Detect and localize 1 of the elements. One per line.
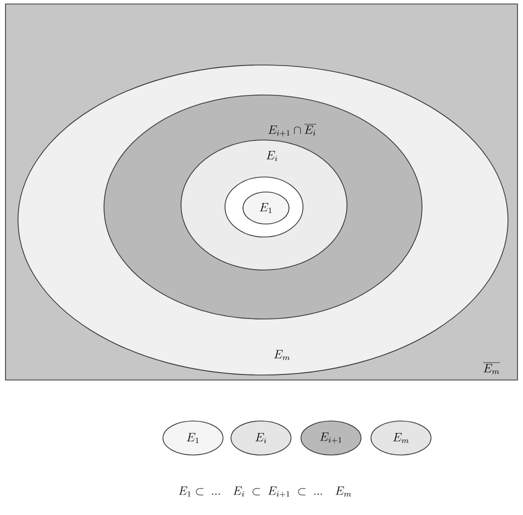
subset-formula: $E_1 \subset \;...\quad E_i \;\subset\; E_{i+1} \;\subset\; ...\quad E_m$	[178, 486, 351, 498]
